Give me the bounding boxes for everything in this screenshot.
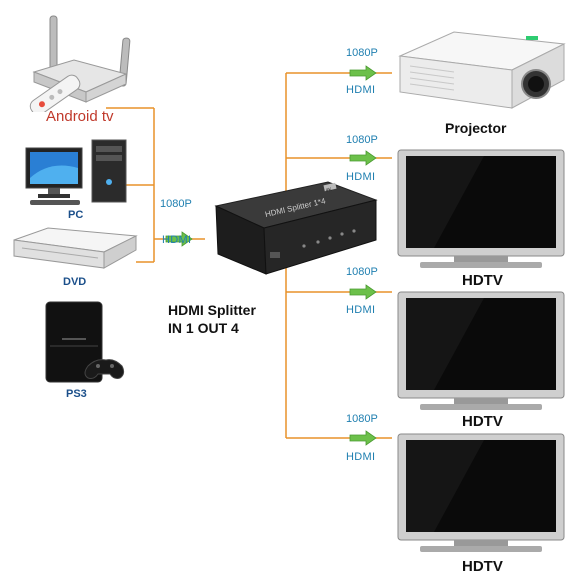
source-label-android: Android tv — [46, 108, 114, 125]
source-label-dvd: DVD — [63, 276, 87, 288]
dvd-player-image — [13, 227, 138, 269]
pc-image — [25, 139, 127, 205]
arrow-input — [165, 231, 193, 247]
output-4-res: 1080P — [346, 413, 378, 425]
splitter-label-line2: IN 1 OUT 4 — [168, 320, 239, 336]
arrow-output-1 — [349, 65, 377, 81]
output-4-device-label: HDTV — [462, 558, 503, 575]
input-type-label: HDMI — [162, 234, 192, 246]
arrow-output-4 — [349, 430, 377, 446]
output-3-res: 1080P — [346, 266, 378, 278]
hdtv-3-image — [397, 433, 565, 552]
hdmi-splitter-image: HDMI Splitter 1*4 4K — [214, 181, 378, 275]
projector-image — [398, 31, 566, 109]
input-res-label: 1080P — [160, 198, 192, 210]
arrow-output-2 — [349, 150, 377, 166]
source-label-ps3: PS3 — [66, 388, 87, 400]
output-1-res: 1080P — [346, 47, 378, 59]
output-2-device-label: HDTV — [462, 272, 503, 289]
hdtv-1-image — [397, 149, 565, 268]
splitter-badge-text: 4K — [325, 187, 333, 194]
output-2-res: 1080P — [346, 134, 378, 146]
output-1-type: HDMI — [346, 84, 376, 96]
output-2-type: HDMI — [346, 171, 376, 183]
source-label-pc: PC — [68, 209, 84, 221]
splitter-label-line1: HDMI Splitter — [168, 302, 256, 318]
ps3-image — [45, 301, 125, 383]
output-4-type: HDMI — [346, 451, 376, 463]
output-3-type: HDMI — [346, 304, 376, 316]
hdtv-2-image — [397, 291, 565, 410]
arrow-output-3 — [349, 284, 377, 300]
android-tv-box-image — [29, 15, 131, 112]
output-1-device-label: Projector — [445, 120, 507, 136]
output-3-device-label: HDTV — [462, 413, 503, 430]
